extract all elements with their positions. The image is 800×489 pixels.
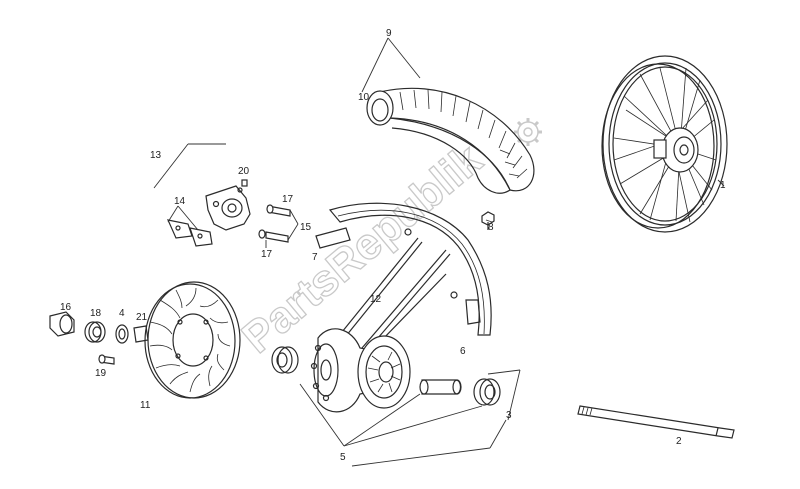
callout-17-upper: 17 xyxy=(282,194,294,205)
part-spacer xyxy=(419,379,462,395)
callout-19: 19 xyxy=(95,368,107,379)
callout-9: 9 xyxy=(386,28,392,39)
callout-13: 13 xyxy=(150,150,162,161)
part-spokes xyxy=(341,237,451,353)
part-caliper-bolt-lower xyxy=(258,229,289,243)
part-bearing-right xyxy=(473,378,501,406)
callout-20: 20 xyxy=(238,166,250,177)
callout-18: 18 xyxy=(90,308,102,319)
part-bleed-screw xyxy=(241,179,248,187)
callout-21: 21 xyxy=(136,312,148,323)
callout-17-lower: 17 xyxy=(261,249,273,260)
callout-14: 14 xyxy=(174,196,186,207)
callout-3: 3 xyxy=(506,410,512,421)
part-inner-tube xyxy=(366,90,394,126)
callout-1: 1 xyxy=(720,180,726,191)
part-bearing-18 xyxy=(84,321,106,343)
callout-7: 7 xyxy=(312,252,318,263)
leader-lines xyxy=(153,37,725,467)
part-screw-19 xyxy=(98,354,115,365)
part-wheel-spindle xyxy=(577,405,735,439)
part-wheel-assembly xyxy=(601,55,728,233)
callout-15: 15 xyxy=(300,222,312,233)
callout-11: 11 xyxy=(140,400,151,411)
part-bearing-left xyxy=(271,346,299,374)
callout-labels: 1 2 3 4 5 6 7 8 9 10 11 12 13 14 15 16 1… xyxy=(60,28,726,463)
part-caliper-bolt-upper xyxy=(266,204,291,217)
callout-2: 2 xyxy=(676,436,682,447)
part-spacer-21 xyxy=(133,325,149,343)
callout-5: 5 xyxy=(340,452,346,463)
part-brake-caliper xyxy=(205,185,251,231)
callout-6: 6 xyxy=(460,346,466,357)
part-tyre xyxy=(366,87,535,194)
gear-icon xyxy=(514,118,542,146)
callout-10: 10 xyxy=(358,92,370,103)
callout-8: 8 xyxy=(488,222,494,233)
part-brake-pads xyxy=(166,219,213,247)
part-axle-nut xyxy=(49,311,75,337)
callout-16: 16 xyxy=(60,302,72,313)
part-hub xyxy=(310,328,411,413)
part-mudguard xyxy=(315,202,492,336)
callout-4: 4 xyxy=(119,308,125,319)
part-washer xyxy=(115,324,129,344)
callout-12: 12 xyxy=(370,294,382,305)
part-brake-disc xyxy=(144,281,241,399)
